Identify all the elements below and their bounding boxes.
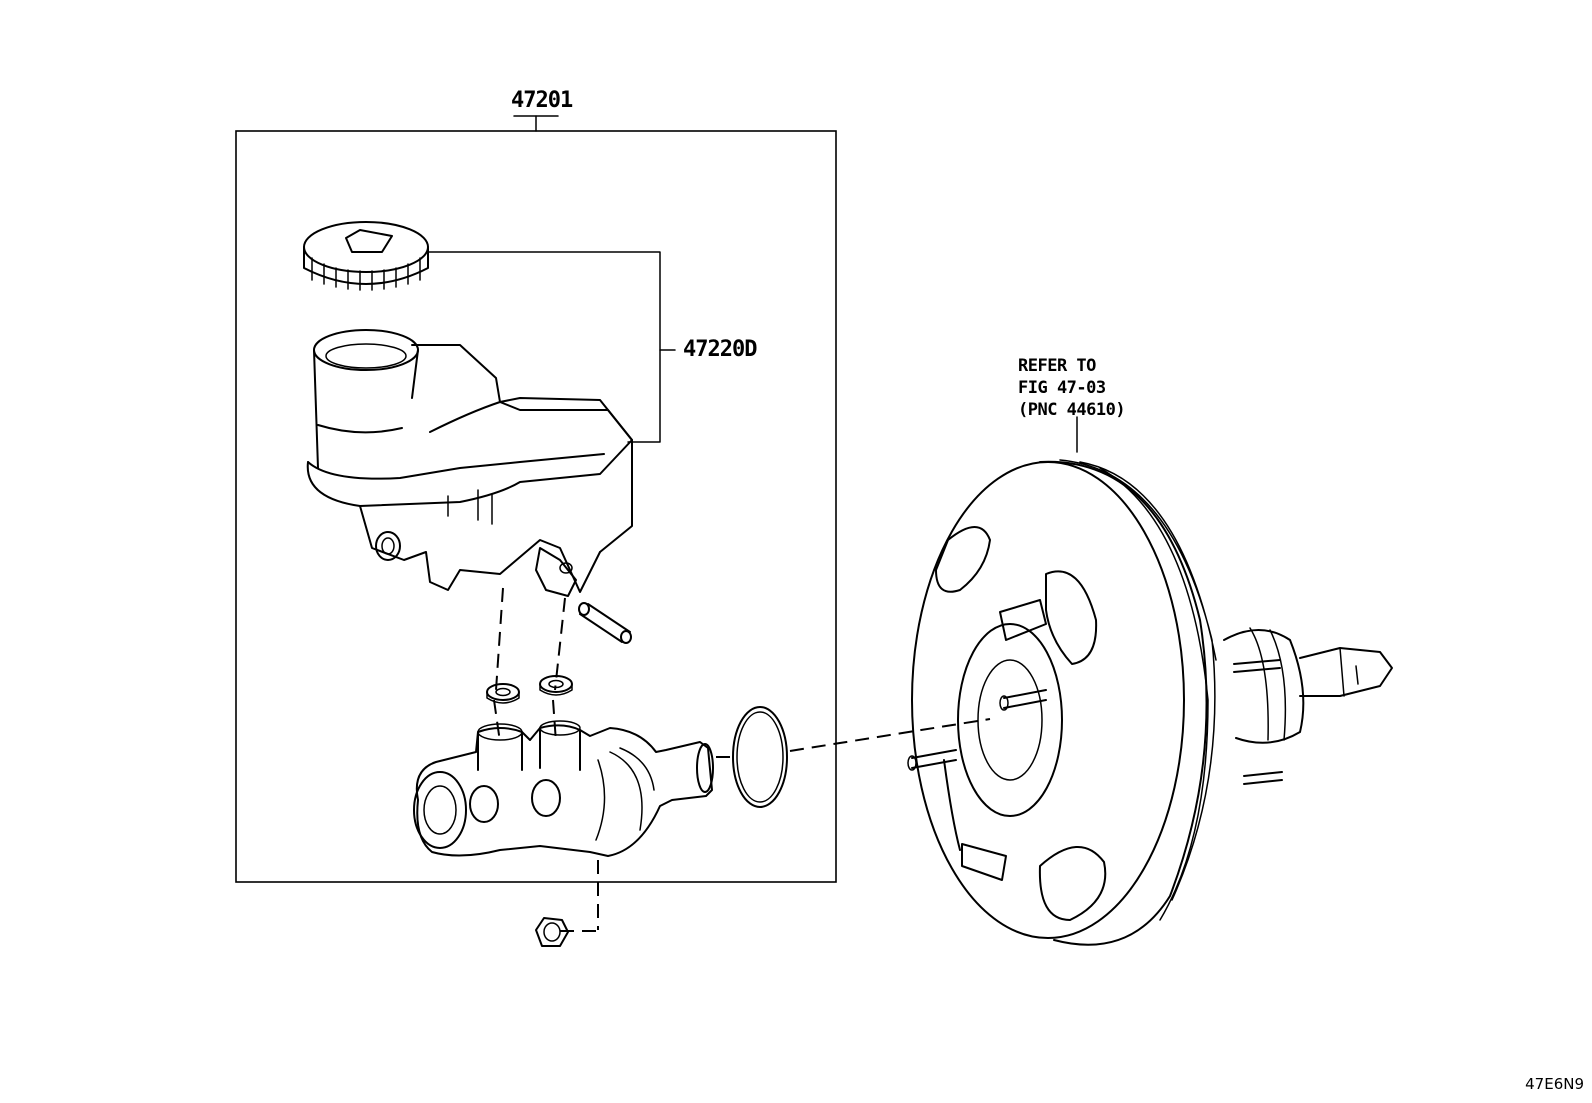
retaining-pin[interactable] bbox=[578, 602, 632, 644]
figure-code: 47E6N9 bbox=[1525, 1075, 1584, 1093]
brake-booster[interactable] bbox=[907, 459, 1393, 946]
booster-note-line-2: FIG 47-03 bbox=[1018, 378, 1106, 398]
brake-master-cylinder[interactable] bbox=[413, 720, 714, 857]
assembly-line bbox=[789, 718, 991, 752]
reservoir-cap[interactable] bbox=[303, 221, 429, 291]
brake-fluid-reservoir[interactable] bbox=[306, 329, 633, 597]
reservoir-grommet[interactable] bbox=[539, 675, 573, 696]
reservoir-grommet[interactable] bbox=[486, 683, 520, 704]
assembly-frame bbox=[235, 130, 837, 883]
o-ring[interactable] bbox=[732, 706, 788, 808]
assembly-line bbox=[495, 587, 504, 691]
assembly-line bbox=[493, 699, 501, 743]
reservoir-leader bbox=[427, 251, 661, 443]
label-47201[interactable]: 47201 bbox=[511, 88, 573, 113]
booster-note-line-3: (PNC 44610) bbox=[1018, 400, 1126, 420]
assembly-line bbox=[554, 597, 566, 691]
flange-nut[interactable] bbox=[535, 917, 569, 947]
label-47220d[interactable]: 47220D bbox=[683, 337, 757, 362]
booster-note-line-1: REFER TO bbox=[1018, 356, 1096, 376]
